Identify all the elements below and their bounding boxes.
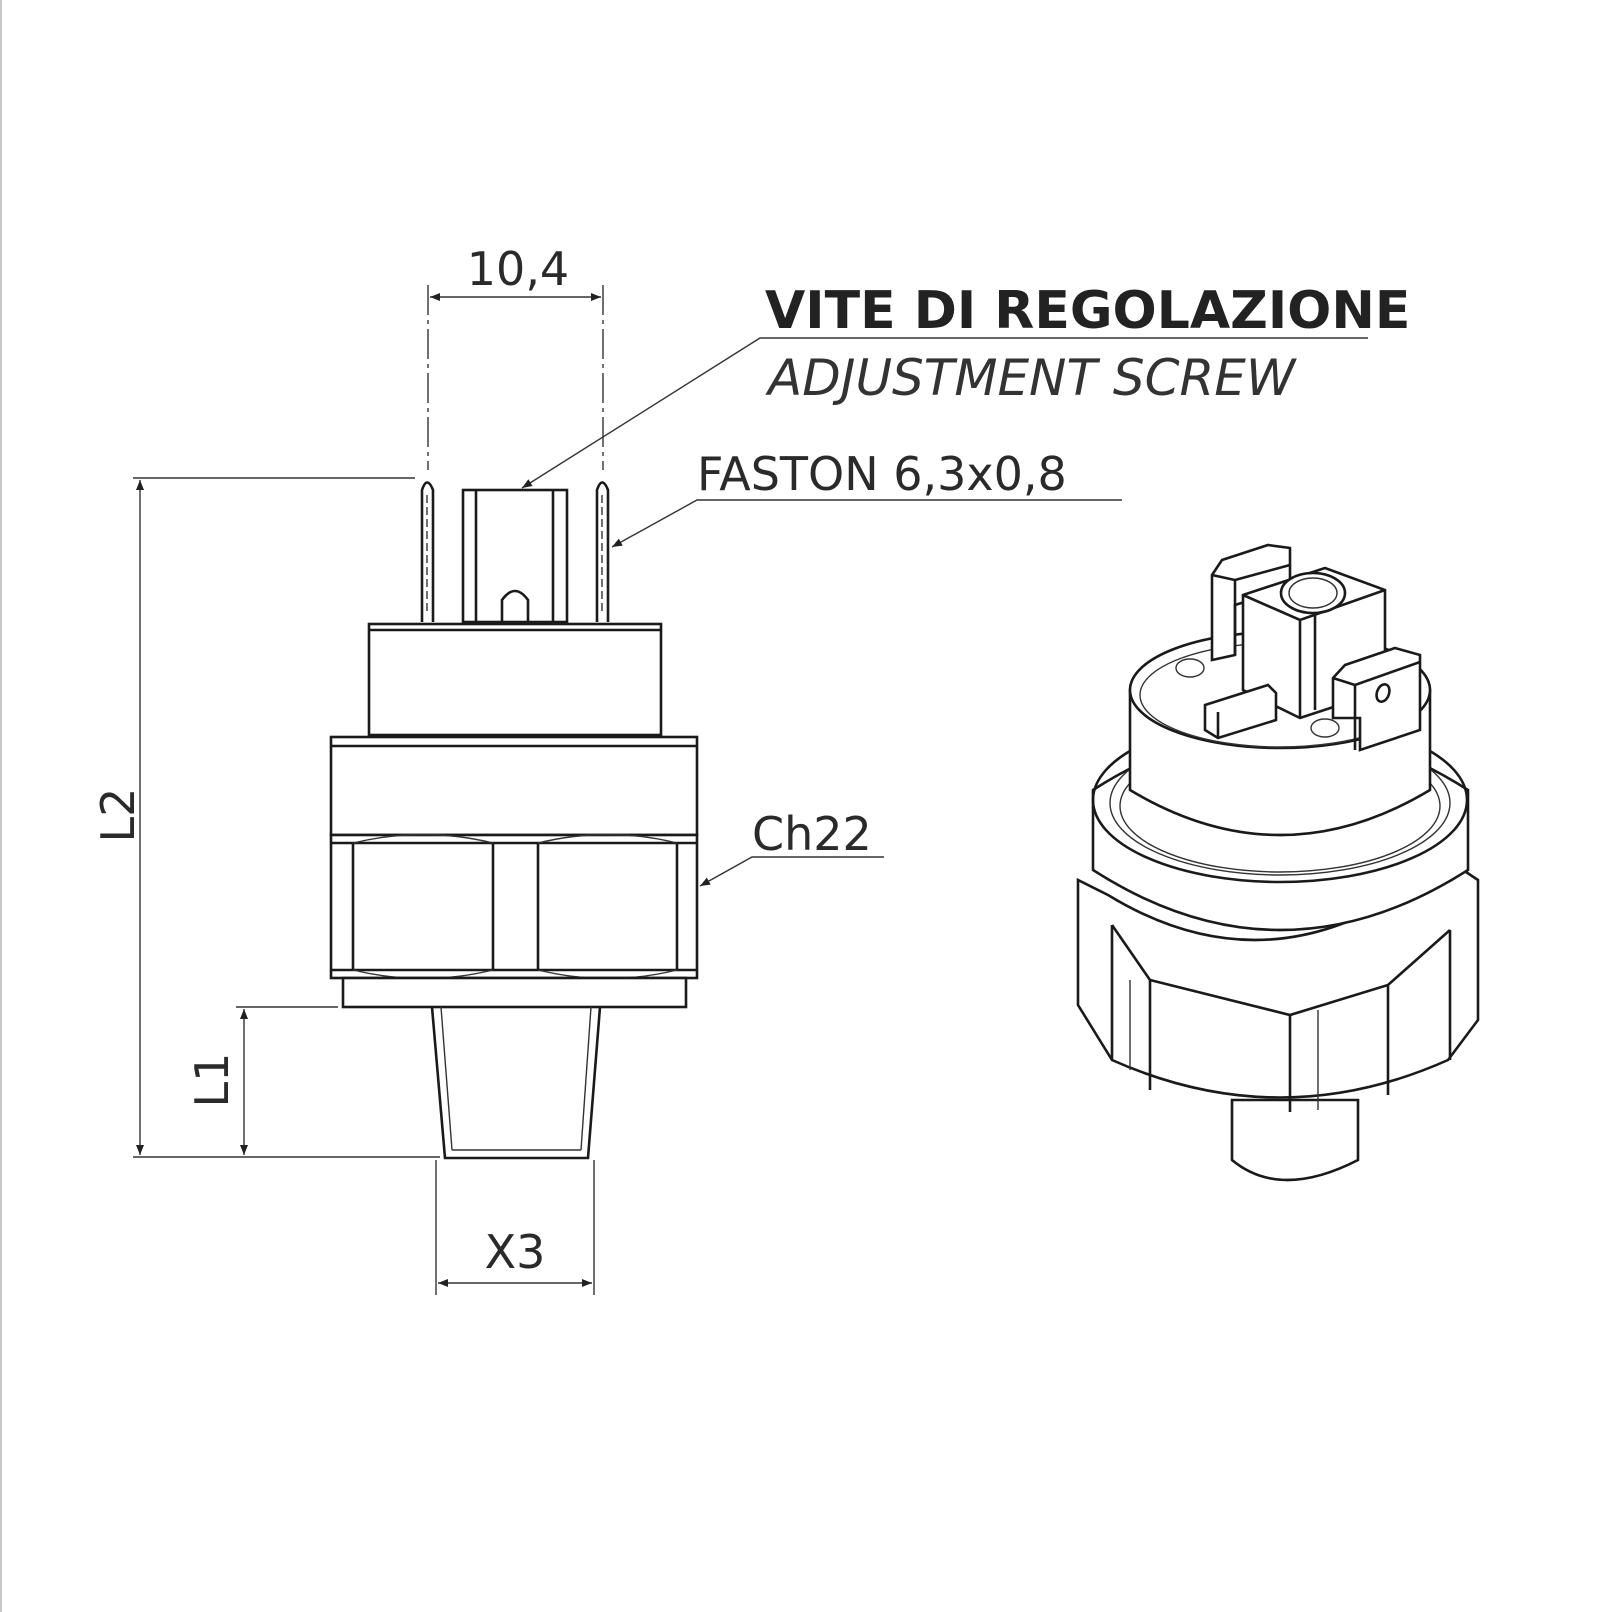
dimension-thread-size-label: X3 bbox=[485, 1225, 546, 1279]
thread bbox=[430, 1006, 602, 1160]
dimension-pin-spacing-label: 10,4 bbox=[467, 242, 569, 296]
callout-hex: Ch22 bbox=[752, 807, 872, 861]
dimension-total-length bbox=[133, 477, 440, 1158]
dimension-pin-spacing bbox=[427, 285, 604, 470]
callout-hex-leader bbox=[699, 856, 884, 887]
hex-nut bbox=[329, 833, 699, 980]
adjustment-screw-housing bbox=[461, 488, 569, 624]
isometric-view bbox=[1076, 543, 1480, 1182]
dimension-thread-length bbox=[236, 1006, 338, 1155]
iso-key bbox=[1203, 683, 1278, 740]
callout-faston: FASTON 6,3x0,8 bbox=[697, 447, 1067, 501]
callout-faston-leader bbox=[611, 499, 1122, 548]
callout-adjustment-screw-it: VITE DI REGOLAZIONE bbox=[765, 281, 1410, 341]
faston-pin-right bbox=[595, 481, 610, 622]
faston-pin-left bbox=[420, 481, 435, 622]
page-edge bbox=[0, 0, 2, 1612]
dimension-thread-size bbox=[435, 1160, 595, 1295]
front-view bbox=[329, 481, 699, 1160]
collar bbox=[329, 735, 699, 837]
upper-body bbox=[367, 622, 663, 737]
dimension-thread-length-label: L1 bbox=[185, 1053, 239, 1108]
iso-terminal-right bbox=[1331, 646, 1422, 752]
callout-adjustment-screw bbox=[521, 337, 1368, 489]
base-plate bbox=[341, 976, 688, 1009]
callout-adjustment-screw-en: ADJUSTMENT SCREW bbox=[765, 349, 1297, 407]
iso-terminal-left bbox=[1210, 543, 1292, 662]
dimension-total-length-label: L2 bbox=[91, 788, 145, 843]
